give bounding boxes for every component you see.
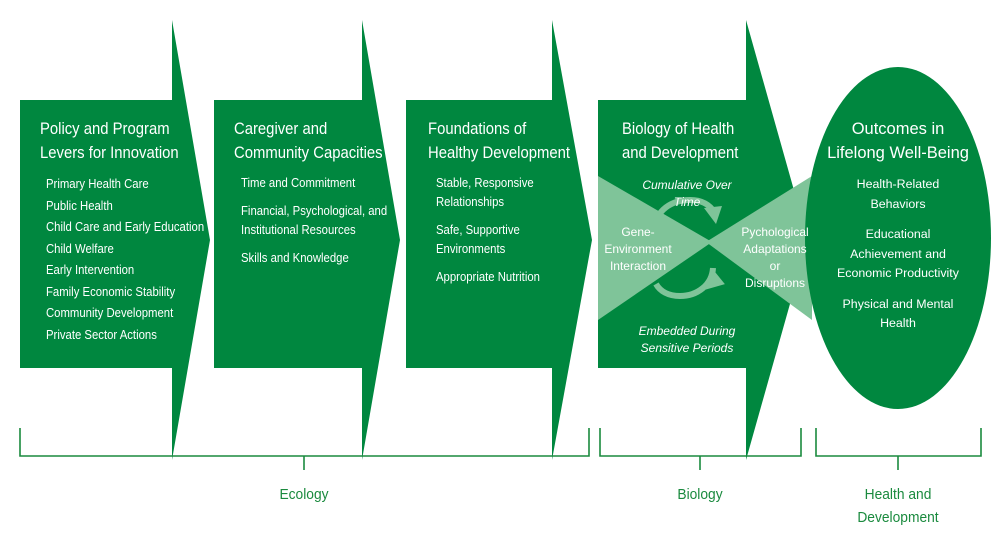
list-item: Child Care and Early Education xyxy=(46,220,205,234)
outcome-line: Health-Related xyxy=(856,177,940,191)
list-item: Relationships xyxy=(436,195,505,209)
list-item: Health-Related Behaviors xyxy=(815,175,981,214)
outcome-line: Economic Productivity xyxy=(837,266,959,280)
list-item: Appropriate Nutrition xyxy=(436,270,540,284)
foundations-title-line-2: Healthy Development xyxy=(428,144,570,162)
bracket-biology xyxy=(599,428,802,470)
biology-title: Biology of Health and Development xyxy=(622,117,738,165)
caregiver-title: Caregiver and Community Capacities xyxy=(234,117,383,165)
policy-list: Primary Health Care Public Health Child … xyxy=(46,174,204,346)
gene-environment-label: Gene- Environment Interaction xyxy=(598,224,678,275)
outcome-line: Physical and Mental xyxy=(842,296,954,311)
biology-title-line-1: Biology of Health xyxy=(622,120,735,138)
list-item: Child Welfare xyxy=(46,241,114,256)
list-item: Institutional Resources xyxy=(241,223,356,237)
gene-line-3: Interaction xyxy=(609,259,667,273)
arrow-shape-policy xyxy=(20,20,210,460)
biology-title-line-2: and Development xyxy=(622,144,739,162)
outcomes-ellipse xyxy=(805,67,991,409)
psych-line-1: Pychological xyxy=(741,225,809,239)
caregiver-list: Time and Commitment Financial, Psycholog… xyxy=(241,174,387,268)
cycle-arrowhead-bottom xyxy=(705,268,725,290)
list-item: Financial, Psychological, and xyxy=(241,204,388,218)
light-wedge-right xyxy=(706,176,812,320)
caregiver-title-line-1: Caregiver and xyxy=(234,120,328,138)
psychological-label: Pychological Adaptations or Disruptions xyxy=(737,224,813,292)
list-item: Physical and Mental Health xyxy=(815,295,981,334)
psych-line-2: Adaptations or xyxy=(743,242,807,273)
outcome-line: Achievement and xyxy=(850,246,946,261)
arrow-shape-foundations xyxy=(406,20,592,460)
list-item: Skills and Knowledge xyxy=(241,251,349,265)
embedded-label: Embedded During Sensitive Periods xyxy=(628,323,746,357)
list-item: Primary Health Care xyxy=(46,177,149,191)
policy-title-line-2: Levers for Innovation xyxy=(40,144,179,162)
list-item: Private Sector Actions xyxy=(46,327,157,342)
list-item: Early Intervention xyxy=(46,263,135,277)
outcomes-title-line-2: Lifelong Well-Being xyxy=(827,144,969,162)
psych-line-3: Disruptions xyxy=(744,276,806,290)
bracket-health xyxy=(815,428,982,470)
outcomes-title-line-1: Outcomes in xyxy=(851,120,945,138)
cumulative-label: Cumulative Over Time xyxy=(642,178,732,209)
list-item: Community Development xyxy=(46,306,174,320)
foundations-title-line-1: Foundations of xyxy=(428,120,527,138)
policy-title-line-1: Policy and Program xyxy=(40,120,170,138)
outcomes-title: Outcomes in Lifelong Well-Being xyxy=(812,117,984,165)
cycle-arrowhead-top xyxy=(704,206,722,224)
outcome-line: Health xyxy=(880,316,916,330)
arrow-shape-caregiver xyxy=(214,20,400,460)
list-item: Environments xyxy=(436,242,506,256)
ecology-label: Ecology xyxy=(279,486,329,503)
list-item: Family Economic Stability xyxy=(46,284,176,299)
list-item: Safe, Supportive xyxy=(436,223,520,237)
embedded-line-1: Embedded During xyxy=(638,324,736,338)
foundations-list: Stable, Responsive Relationships Safe, S… xyxy=(436,174,540,287)
gene-line-2: Environment xyxy=(604,242,672,256)
list-item: Educational Achievement and Economic Pro… xyxy=(815,225,981,284)
outcomes-list: Health-Related Behaviors Educational Ach… xyxy=(815,175,981,334)
foundations-title: Foundations of Healthy Development xyxy=(428,117,570,165)
list-item: Time and Commitment xyxy=(241,176,356,190)
list-item: Stable, Responsive xyxy=(436,176,534,190)
outcome-line: Educational xyxy=(865,227,931,241)
health-development-label: Health and Development xyxy=(843,483,953,529)
gene-line-1: Gene- xyxy=(621,225,655,239)
policy-title: Policy and Program Levers for Innovation xyxy=(40,117,179,165)
caregiver-title-line-2: Community Capacities xyxy=(234,144,383,162)
health-line-1: Health and xyxy=(864,486,932,503)
outcome-line: Behaviors xyxy=(870,196,926,211)
bracket-ecology xyxy=(19,428,590,470)
list-item: Public Health xyxy=(46,198,113,213)
embedded-line-2: Sensitive Periods xyxy=(640,341,734,355)
biology-label: Biology xyxy=(677,486,723,503)
health-line-2: Development xyxy=(857,509,939,526)
light-wedge-left xyxy=(598,176,712,320)
